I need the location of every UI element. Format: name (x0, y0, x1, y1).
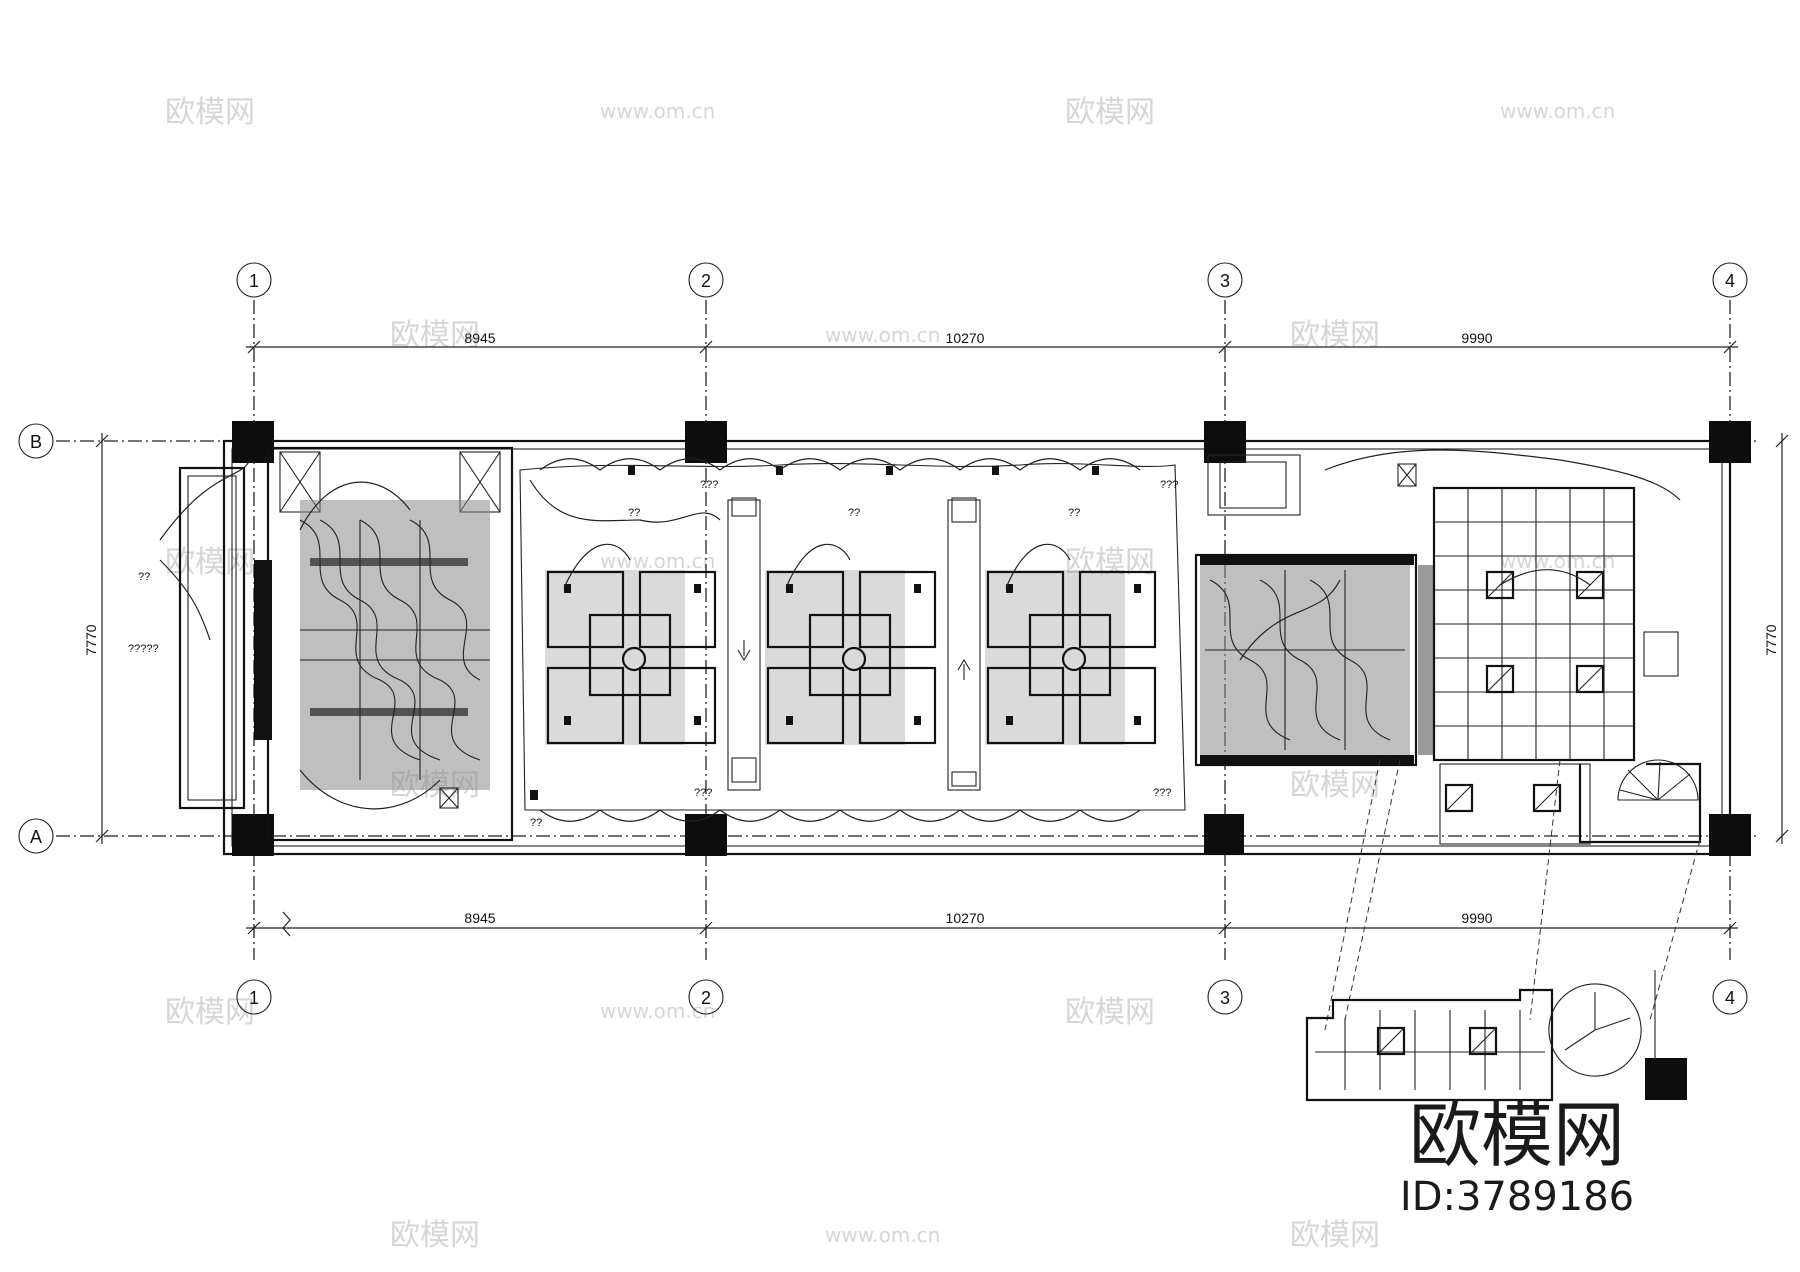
ceiling-module-2 (765, 570, 937, 745)
axis-label-1: 1 (249, 988, 259, 1008)
axis-label-1: 1 (249, 271, 259, 291)
annotation: ??? (1153, 787, 1171, 799)
axis-bubble-b (18, 423, 54, 459)
annotation: ?? (138, 571, 150, 583)
tiled-room (1324, 449, 1681, 762)
watermark-cn: 欧模网 (1065, 95, 1155, 130)
column-detail (1645, 1058, 1687, 1100)
dim-bottom-1-2: 8945 (464, 910, 495, 926)
axis-label-b: B (30, 432, 42, 452)
dimension-top: 8945 10270 9990 (246, 330, 1738, 354)
air-strip-2 (947, 499, 981, 791)
annotation: ?? (628, 507, 640, 519)
structural-columns (232, 421, 1751, 1100)
axis-bubble-1 (236, 262, 272, 298)
dimension-left: 7770 (83, 433, 109, 844)
axis-bubble-2 (688, 262, 724, 298)
column-a2 (685, 814, 727, 856)
axis-label-a: A (30, 827, 42, 847)
stair-detail (1305, 759, 1701, 1102)
annotation: ??? (1160, 479, 1178, 491)
arrow-up-icon (957, 658, 971, 680)
watermark-url: www.om.cn (825, 1223, 940, 1247)
watermark-url: www.om.cn (600, 99, 715, 123)
annotation: ?? (1068, 507, 1080, 519)
watermark-cn: 欧模网 (1290, 1218, 1380, 1253)
axis-label-3: 3 (1220, 271, 1230, 291)
spiral-stair (1439, 631, 1702, 845)
watermark-cn: 欧模网 (1290, 768, 1380, 803)
axis-bubble-3 (1207, 979, 1243, 1015)
axis-bubble-3 (1207, 262, 1243, 298)
column-b2 (685, 421, 727, 463)
balcony (178, 466, 246, 810)
column-b4 (1709, 421, 1751, 463)
air-strip-1 (727, 499, 761, 791)
dimension-bottom: 8945 10270 9990 (246, 910, 1738, 937)
watermark-url: www.om.cn (825, 323, 940, 347)
annotation: ????? (128, 643, 159, 655)
axis-bubble-1 (236, 979, 272, 1015)
dim-top-2-3: 10270 (946, 330, 985, 346)
dimension-right: 7770 (1763, 433, 1789, 844)
brand-watermark: 欧模网 ID:3789186 (1400, 1093, 1634, 1220)
brand-logo-text: 欧模网 (1409, 1093, 1625, 1177)
axis-bubble-4 (1712, 262, 1748, 298)
watermark-cn: 欧模网 (165, 995, 255, 1030)
watermark-url: www.om.cn (1500, 549, 1615, 573)
axis-label-4: 4 (1725, 988, 1735, 1008)
axis-label-3: 3 (1220, 988, 1230, 1008)
annotation: ??? (694, 787, 712, 799)
watermark-cn: 欧模网 (390, 1218, 480, 1253)
dim-bottom-2-3: 10270 (946, 910, 985, 926)
axis-label-2: 2 (701, 988, 711, 1008)
outer-walls (178, 439, 1732, 856)
column-a3 (1204, 814, 1244, 854)
watermark-url: www.om.cn (600, 999, 715, 1023)
axis-bubble-2 (688, 979, 724, 1015)
brand-id: ID:3789186 (1400, 1174, 1634, 1220)
central-hall (519, 458, 1186, 822)
ceiling-module-3 (985, 570, 1157, 745)
axis-bubble-a (18, 818, 54, 854)
watermark-cn: 欧模网 (165, 545, 255, 580)
watermark-url: www.om.cn (600, 549, 715, 573)
annotation: ??? (700, 479, 718, 491)
axis-bubbles-rows: B A (18, 423, 54, 854)
left-room (159, 446, 514, 842)
axis-bubble-4 (1712, 979, 1748, 1015)
column-a4 (1709, 814, 1751, 856)
axis-label-4: 4 (1725, 271, 1735, 291)
dim-bottom-3-4: 9990 (1461, 910, 1492, 926)
watermark-url: www.om.cn (1500, 99, 1615, 123)
dim-top-1-2: 8945 (464, 330, 495, 346)
dim-right: 7770 (1763, 624, 1779, 655)
dim-top-3-4: 9990 (1461, 330, 1492, 346)
ceiling-module-1 (545, 570, 717, 745)
watermark-cn: 欧模网 (165, 95, 255, 130)
dim-left: 7770 (83, 624, 99, 655)
watermark-cn: 欧模网 (1290, 318, 1380, 353)
axis-bubbles-top: 1 2 3 4 (236, 262, 1748, 298)
arrow-down-icon (737, 640, 751, 662)
column-b3 (1204, 421, 1246, 463)
axis-label-2: 2 (701, 271, 711, 291)
annotation: ?? (848, 507, 860, 519)
watermark-cn: 欧模网 (1065, 995, 1155, 1030)
annotation: ?? (530, 817, 542, 829)
annotations: ?? ????? ??? ?? ?? ?? ??? ?? ??? ??? (128, 479, 1178, 829)
downlight-row (530, 466, 1141, 800)
axis-bubbles-bottom: 1 2 3 4 (236, 979, 1748, 1015)
right-center-room (1194, 454, 1434, 767)
